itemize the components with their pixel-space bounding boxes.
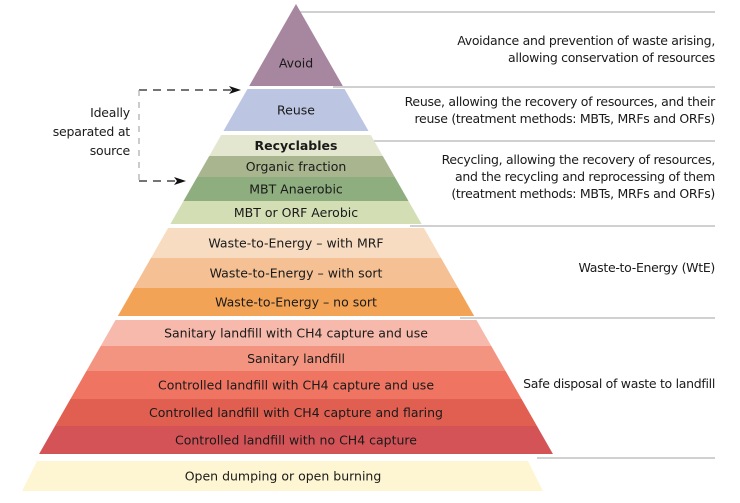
description-line: Safe disposal of waste to landfill — [523, 376, 715, 391]
pyramid-band-label: MBT Anaerobic — [249, 182, 343, 197]
description-line: and the recycling and reprocessing of th… — [455, 169, 715, 184]
pyramid-band-label: Avoid — [279, 56, 313, 71]
description-landfill: Safe disposal of waste to landfill — [523, 375, 715, 392]
pyramid-band — [70, 371, 522, 399]
pyramid-band-label: Controlled landfill with CH4 capture and… — [149, 405, 443, 420]
pyramid-band — [39, 426, 553, 454]
description-recycling: Recycling, allowing the recovery of reso… — [441, 151, 716, 202]
pyramid-band — [117, 288, 475, 316]
pyramid-band-label: Recyclables — [255, 138, 338, 153]
side-note-line: separated at — [52, 124, 130, 139]
pyramid-band-label: Controlled landfill with no CH4 capture — [175, 433, 417, 448]
description-line: Reuse, allowing the recovery of resource… — [404, 94, 716, 109]
pyramid-band-label: Waste-to-Energy – no sort — [215, 295, 377, 310]
separation-bracket — [138, 86, 241, 185]
description-waste-to-energy: Waste-to-Energy (WtE) — [578, 259, 716, 276]
description-avoid: Avoidance and prevention of waste arisin… — [457, 32, 715, 66]
pyramid-band-label: Sanitary landfill with CH4 capture and u… — [164, 326, 428, 341]
description-line: Recycling, allowing the recovery of reso… — [441, 152, 716, 167]
pyramid-band-label: Sanitary landfill — [247, 351, 345, 366]
pyramid-band — [22, 461, 543, 491]
pyramid-band — [55, 399, 537, 426]
description-line: Waste-to-Energy (WtE) — [578, 260, 716, 275]
side-note-line: source — [89, 143, 131, 158]
description-line: (treatment methods: MBTs, MRFs and ORFs) — [451, 186, 715, 201]
pyramid-band-label: Reuse — [277, 103, 315, 118]
side-note-separated-at-source: Ideally separated at source — [20, 103, 130, 160]
pyramid-band — [223, 89, 369, 131]
description-line: reuse (treatment methods: MBTs, MRFs and… — [414, 111, 715, 126]
description-reuse: Reuse, allowing the recovery of resource… — [404, 93, 716, 127]
pyramid-band-label: Controlled landfill with CH4 capture and… — [158, 378, 434, 393]
separator-lines — [296, 11, 715, 459]
arrow-head-to-reuse-icon — [229, 86, 241, 94]
arrow-head-to-recycling-icon — [174, 177, 186, 185]
side-note-line: Ideally — [90, 105, 130, 120]
pyramid-band-label: MBT or ORF Aerobic — [234, 205, 358, 220]
pyramid-band — [133, 258, 459, 288]
pyramid-band — [249, 4, 343, 86]
description-line: allowing conservation of resources — [508, 50, 715, 65]
pyramid-bands — [22, 4, 553, 491]
pyramid-band — [150, 228, 442, 258]
pyramid-band — [183, 177, 409, 201]
pyramid-band — [86, 346, 506, 371]
pyramid-band-label: Open dumping or open burning — [185, 469, 382, 484]
pyramid-band — [209, 135, 383, 156]
pyramid-band — [197, 156, 395, 177]
pyramid-band — [170, 201, 422, 224]
pyramid-band-label: Waste-to-Energy – with sort — [210, 266, 383, 281]
pyramid-band-label: Organic fraction — [246, 159, 347, 174]
pyramid-band — [100, 320, 492, 346]
description-line: Avoidance and prevention of waste arisin… — [457, 33, 715, 48]
pyramid-band-label: Waste-to-Energy – with MRF — [208, 236, 383, 251]
